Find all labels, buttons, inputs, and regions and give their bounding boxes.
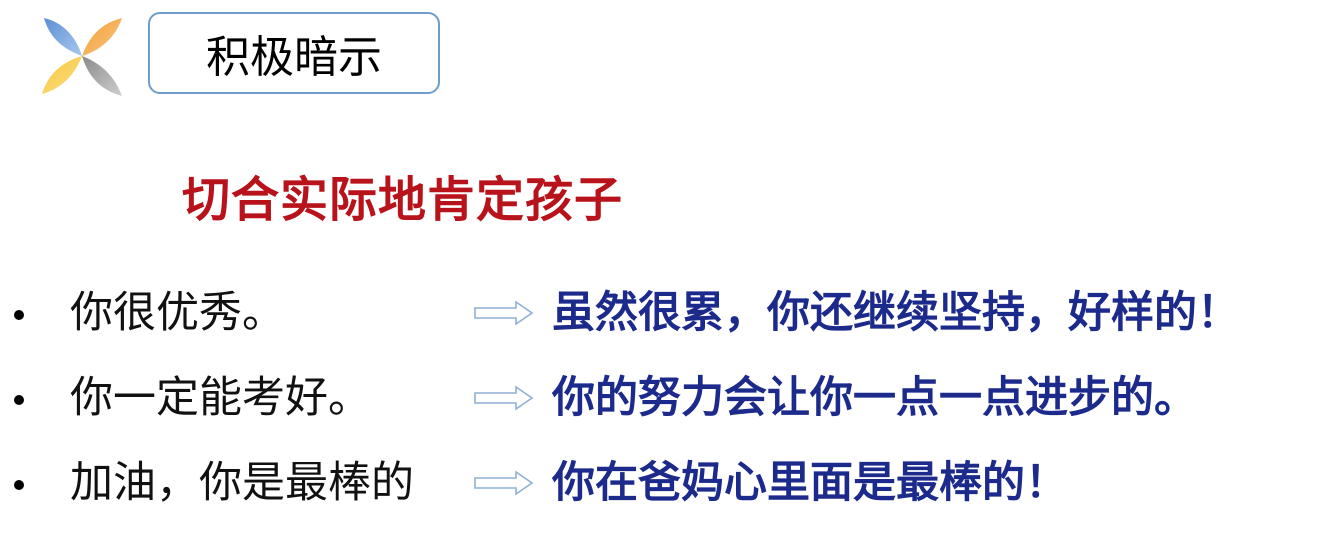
slide-title: 积极暗示 [148,12,440,94]
original-phrase: 你很优秀。 [70,288,285,338]
right-arrow-icon [474,300,534,326]
improved-phrase: 你在爸妈心里面是最棒的！ [552,458,1068,508]
comparison-row: 你很优秀。 虽然很累，你还继续坚持，好样的！ [0,285,1334,355]
bullet-dot [14,480,24,490]
comparison-row: 加油，你是最棒的 你在爸妈心里面是最棒的！ [0,455,1334,525]
right-arrow-icon [474,470,534,496]
improved-phrase: 你的努力会让你一点一点进步的。 [552,373,1197,423]
slide-subtitle: 切合实际地肯定孩子 [182,172,624,228]
right-arrow-icon [474,385,534,411]
improved-phrase: 虽然很累，你还继续坚持，好样的！ [552,288,1240,338]
original-phrase: 你一定能考好。 [70,373,371,423]
pinwheel-logo [42,18,122,96]
bullet-dot [14,395,24,405]
original-phrase: 加油，你是最棒的 [70,458,414,508]
bullet-dot [14,310,24,320]
comparison-row: 你一定能考好。 你的努力会让你一点一点进步的。 [0,370,1334,440]
